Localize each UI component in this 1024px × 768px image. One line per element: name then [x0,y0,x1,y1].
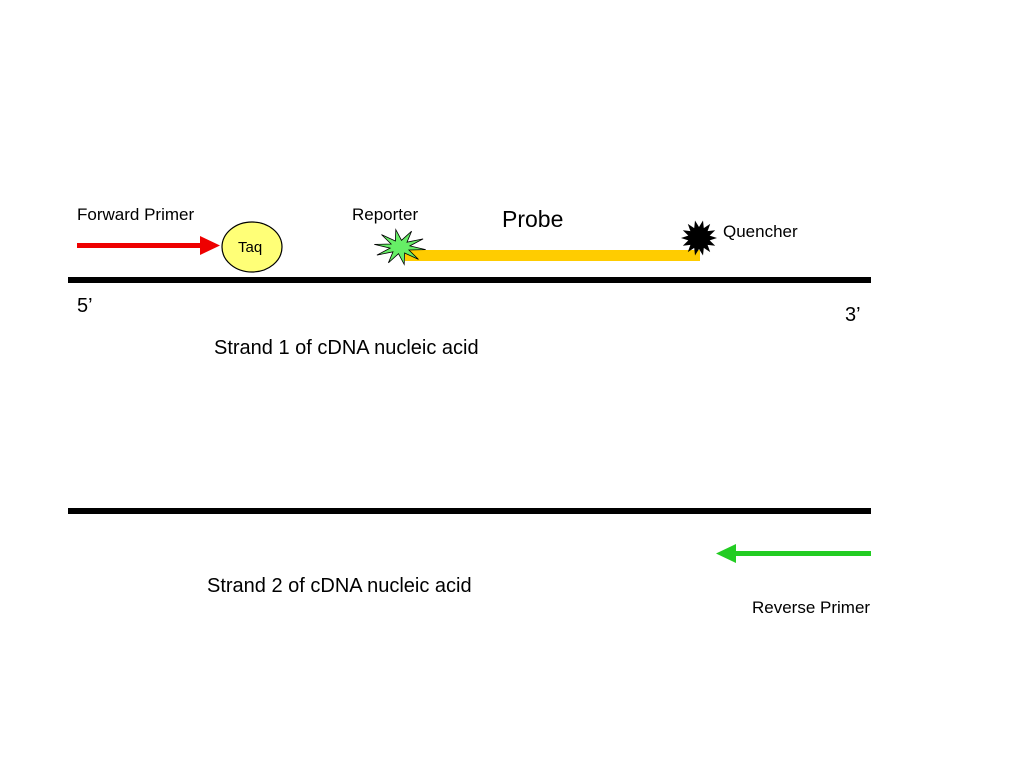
reverse-primer-label: Reverse Primer [752,598,871,617]
forward-primer-arrow [77,236,220,255]
reporter-label: Reporter [352,205,419,224]
probe-label: Probe [502,206,564,232]
quencher-label: Quencher [723,222,798,241]
strand-1-label: Strand 1 of cDNA nucleic acid [214,337,479,359]
five-prime-label: 5’ [77,295,93,317]
strand-2-label: Strand 2 of cDNA nucleic acid [207,575,472,597]
strand-2-line [68,508,871,514]
probe-bar [405,250,700,261]
three-prime-label: 3’ [845,304,861,326]
strand-1-line [68,277,871,283]
forward-primer-label: Forward Primer [77,205,195,224]
taq-ellipse [221,221,283,273]
quencher-icon [681,220,717,256]
taq-label: Taq [238,239,263,256]
reverse-primer-arrow [716,544,871,563]
reporter-icon [374,228,426,266]
